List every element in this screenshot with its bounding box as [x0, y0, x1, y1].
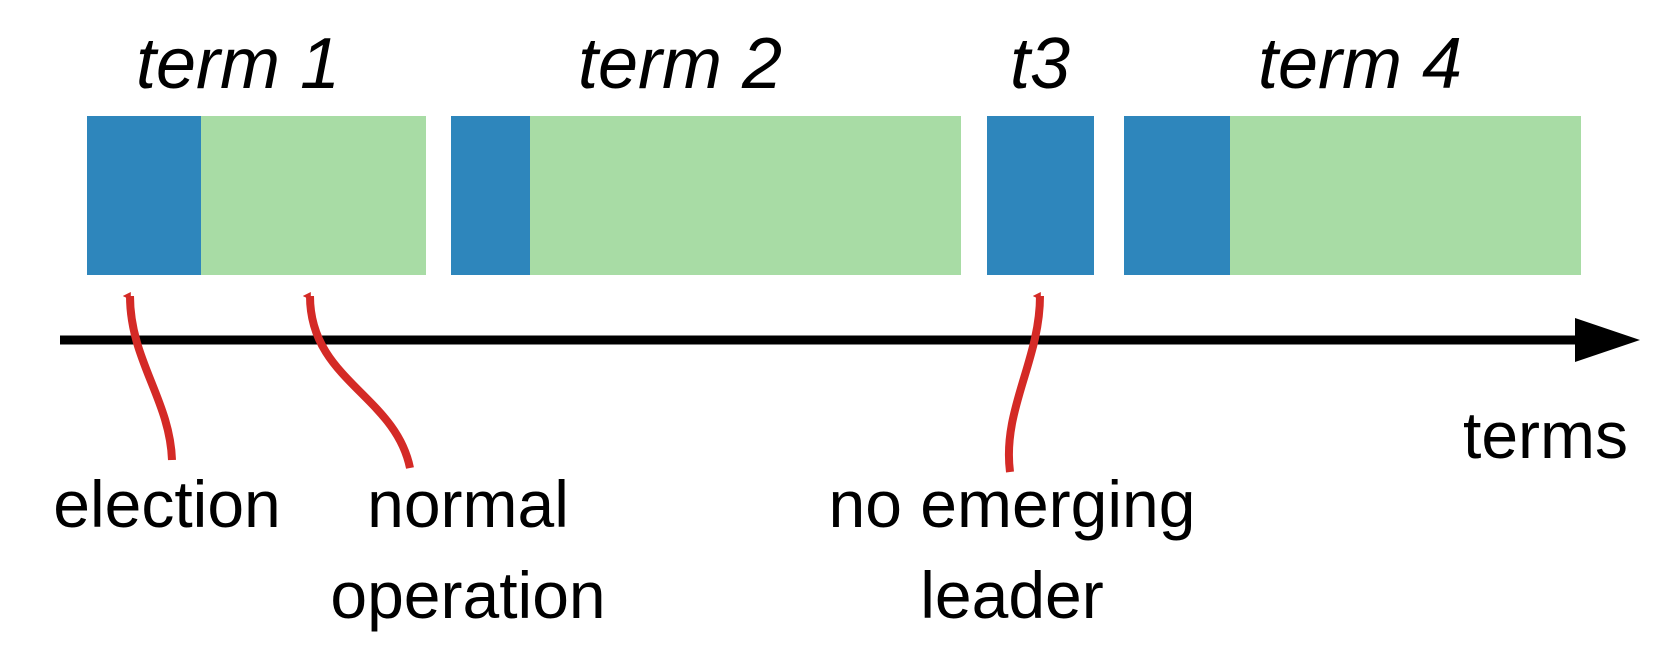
term-1-bar	[87, 116, 426, 275]
term-2-normal-segment	[530, 116, 961, 275]
axis-label: terms	[1463, 398, 1628, 472]
term-1-election-segment	[87, 116, 201, 275]
election-callout-arrow	[122, 291, 176, 461]
no-leader-callout-label-line1: no emerging	[829, 467, 1196, 541]
term-3-label: t3	[1010, 24, 1070, 104]
term-2-election-segment	[451, 116, 530, 275]
term-4-normal-segment	[1230, 116, 1581, 275]
normal-callout-label-line2: operation	[330, 558, 605, 632]
no-leader-callout-label-line2: leader	[920, 558, 1103, 632]
election-callout-label: election	[53, 467, 281, 541]
term-1-normal-segment	[201, 116, 426, 275]
normal-callout-label-line1: normal	[367, 467, 569, 541]
normal-callout-arrow	[302, 291, 414, 469]
term-4-election-segment	[1124, 116, 1230, 275]
term-4-bar	[1124, 116, 1581, 275]
term-2-label: term 2	[578, 24, 782, 104]
term-2-bar	[451, 116, 961, 275]
term-4-label: term 4	[1258, 24, 1462, 104]
term-1-label: term 1	[136, 24, 340, 104]
axis-arrowhead	[1575, 318, 1640, 362]
term-3-election-segment	[987, 116, 1094, 275]
no-leader-callout-arrow	[1004, 292, 1044, 473]
time-axis	[60, 318, 1640, 362]
term-3-bar	[987, 116, 1094, 275]
